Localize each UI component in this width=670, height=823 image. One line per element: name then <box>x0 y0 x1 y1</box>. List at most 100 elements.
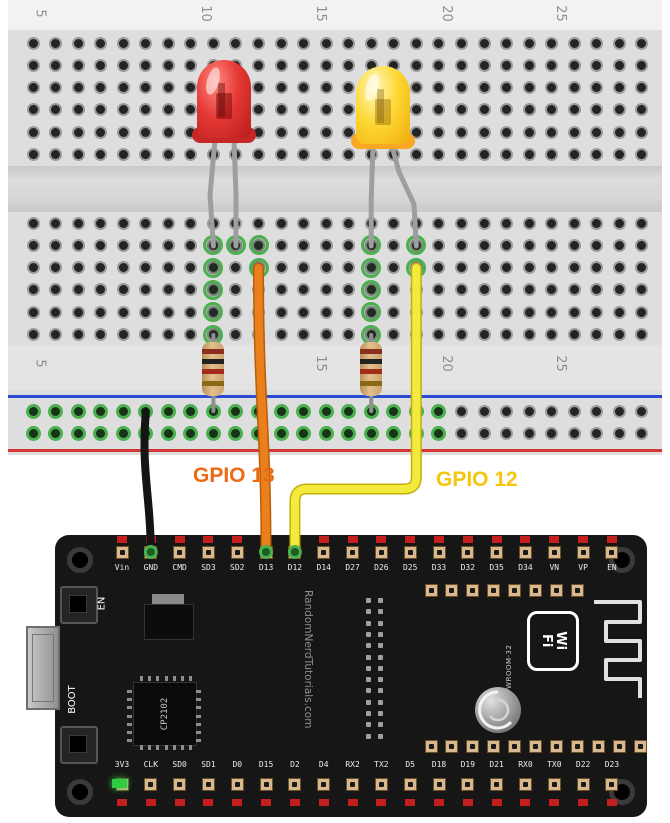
breadboard-hole <box>299 240 309 250</box>
pin-label-d22: D22 <box>575 760 591 769</box>
breadboard-hole <box>411 83 421 93</box>
pin-tick <box>405 536 416 543</box>
breadboard-hole <box>276 263 286 273</box>
breadboard-hole <box>321 60 331 70</box>
breadboard-hole <box>502 330 512 339</box>
breadboard-hole <box>51 150 61 159</box>
breadboard-hole <box>637 38 647 48</box>
breadboard-hole <box>28 330 38 339</box>
breadboard-hole <box>118 127 128 137</box>
breadboard-hole <box>524 127 534 137</box>
module-pad <box>549 584 563 597</box>
chip-pin <box>196 722 201 726</box>
pin-label-d2: D2 <box>290 760 300 769</box>
breadboard-hole <box>524 105 534 115</box>
pin-label-sd1: SD1 <box>201 760 216 769</box>
mount-hole <box>67 547 93 573</box>
pin-d4 <box>317 778 331 791</box>
chip-pin <box>127 722 132 726</box>
breadboard-hole <box>299 307 309 317</box>
breadboard-hole <box>524 263 534 273</box>
module-pad <box>508 584 522 597</box>
breadboard-hole <box>434 406 444 416</box>
solder-pad <box>378 733 383 739</box>
pin-tick <box>203 536 214 543</box>
breadboard-hole <box>163 263 173 273</box>
module-pad <box>487 740 501 753</box>
breadboard-hole <box>51 105 61 115</box>
breadboard-hole <box>344 218 354 228</box>
breadboard-hole <box>231 307 241 317</box>
pin-label-d5: D5 <box>405 760 415 769</box>
green-connection-hole <box>203 279 224 300</box>
pin-d5 <box>403 778 417 791</box>
breadboard-hole <box>502 428 512 438</box>
chip-pin <box>140 676 143 681</box>
pin-tick <box>462 536 473 543</box>
breadboard-hole <box>614 60 624 70</box>
breadboard-hole <box>637 263 647 273</box>
breadboard-hole <box>254 38 263 48</box>
solder-pad <box>378 620 383 626</box>
breadboard-hole <box>186 127 196 137</box>
watermark-text: RandomNerdTutorials.com <box>302 590 314 729</box>
breadboard-hole <box>254 60 263 70</box>
breadboard-hole <box>524 60 534 70</box>
breadboard-hole <box>299 218 309 228</box>
breadboard-hole <box>51 240 61 250</box>
breadboard-hole <box>637 218 647 228</box>
breadboard-hole <box>389 406 399 416</box>
breadboard-hole <box>389 60 399 70</box>
breadboard-hole <box>73 240 83 250</box>
pin-label-d0: D0 <box>232 760 243 769</box>
pin-label-tx2: TX2 <box>374 760 389 769</box>
en-button-label: EN <box>96 596 108 611</box>
breadboard-hole <box>299 406 309 416</box>
breadboard-hole <box>614 38 624 48</box>
pin-label-d12: D12 <box>287 563 303 572</box>
breadboard-hole <box>276 60 286 70</box>
breadboard-hole <box>547 263 557 273</box>
breadboard-hole <box>502 105 512 115</box>
breadboard-hole <box>569 105 579 115</box>
breadboard-hole <box>73 218 83 228</box>
breadboard-hole <box>141 307 151 317</box>
breadboard-hole <box>141 428 151 438</box>
breadboard-hole <box>434 60 444 70</box>
breadboard-hole <box>456 307 466 317</box>
breadboard-hole <box>96 240 106 250</box>
pin-label-d35: D35 <box>489 563 504 572</box>
pin-gnd <box>144 546 158 559</box>
breadboard-hole <box>51 406 61 416</box>
pin-tick <box>578 799 589 806</box>
breadboard-hole <box>141 127 151 137</box>
breadboard-hole <box>502 240 512 250</box>
breadboard-hole <box>186 285 196 295</box>
solder-pad <box>366 631 371 637</box>
breadboard-hole <box>321 240 331 250</box>
breadboard-hole <box>456 285 466 295</box>
breadboard-hole <box>411 428 421 438</box>
green-connection-hole <box>248 257 269 278</box>
breadboard-hole <box>592 285 602 295</box>
breadboard-hole <box>118 150 128 159</box>
breadboard-hole <box>118 428 128 438</box>
breadboard-hole <box>411 127 421 137</box>
breadboard-hole <box>51 83 61 93</box>
breadboard-hole <box>592 60 602 70</box>
breadboard-hole <box>524 406 534 416</box>
solder-pad <box>366 654 371 660</box>
breadboard-hole <box>637 307 647 317</box>
esp-wroom-32-label: ESP-WROOM-32 <box>505 644 513 706</box>
pin-d2 <box>288 778 302 791</box>
breadboard-hole <box>321 127 331 137</box>
breadboard-hole <box>456 38 466 48</box>
pin-tick <box>549 536 560 543</box>
green-connection-hole <box>361 279 382 300</box>
breadboard-hole <box>614 105 624 115</box>
breadboard-hole <box>614 307 624 317</box>
resistor-1 <box>202 342 224 396</box>
pin-label-d34: D34 <box>518 563 533 572</box>
breadboard-hole <box>344 150 354 159</box>
pin-d33 <box>432 546 446 559</box>
